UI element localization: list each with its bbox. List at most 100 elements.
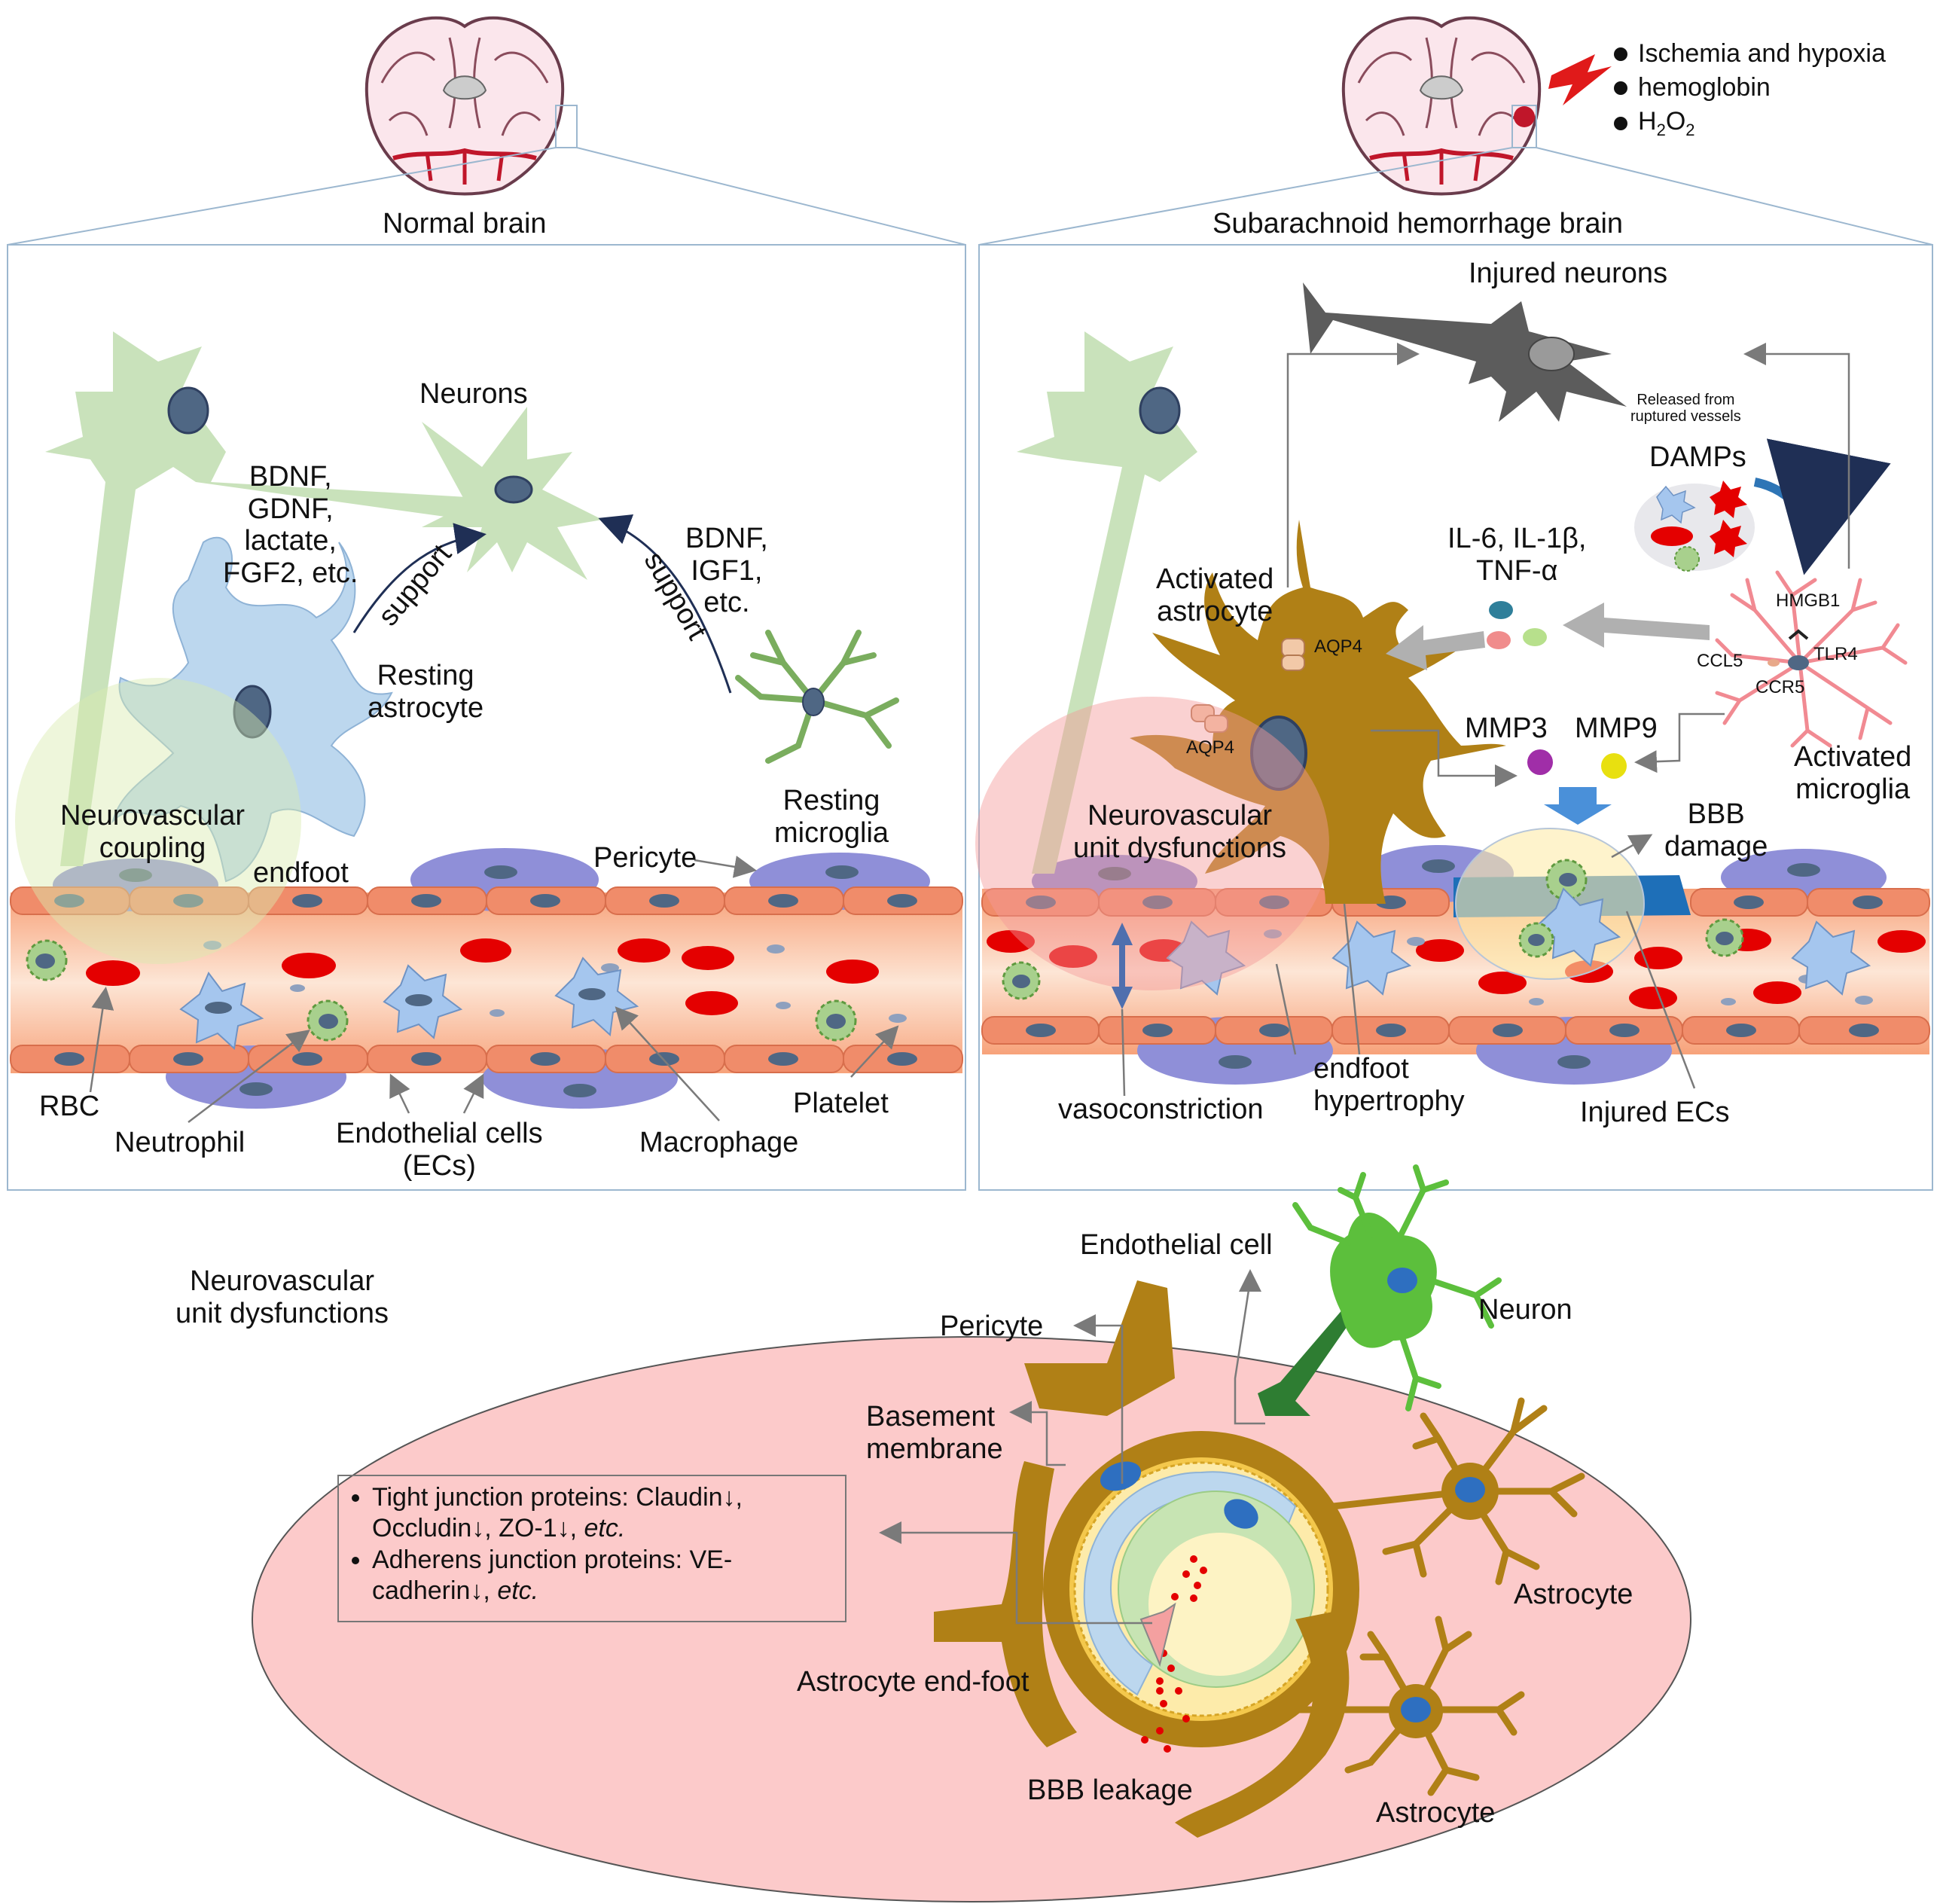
astrocyte-label-2: Astrocyte bbox=[1376, 1797, 1496, 1829]
resting-astrocyte-nucleus bbox=[233, 685, 272, 739]
right-platelets bbox=[1264, 929, 1873, 1005]
vasoconstriction-label: vasoconstriction bbox=[1058, 1094, 1264, 1125]
bottom-neuron bbox=[1258, 1164, 1502, 1416]
cytokine-spheres bbox=[1487, 601, 1547, 649]
endothelial-cell-label: Endothelial cell bbox=[1080, 1229, 1273, 1261]
normal-brain-zoom-box bbox=[555, 105, 578, 148]
injured-neuron bbox=[1303, 282, 1627, 422]
mmp9-sphere bbox=[1601, 753, 1627, 779]
pericyte-bottom-label: Pericyte bbox=[940, 1311, 1044, 1342]
microglia-to-cytokine-arrow bbox=[1563, 603, 1710, 648]
leak-breach bbox=[1139, 1602, 1176, 1668]
bottom-astrocyte-2-nucleus bbox=[1401, 1697, 1431, 1722]
left-macrophage-nuclei bbox=[205, 988, 605, 1014]
legend: Ischemia and hypoxia hemoglobin H2O2 bbox=[1614, 39, 1886, 145]
astrocyte-endfoot-label: Astrocyte end-foot bbox=[797, 1666, 1029, 1698]
hmgb1-label: HMGB1 bbox=[1776, 590, 1841, 611]
endfoot-label: endfoot bbox=[253, 857, 349, 889]
right-panel-frame bbox=[978, 244, 1933, 1191]
mmp3-sphere bbox=[1527, 749, 1553, 775]
astro-factors-label: BDNF, GDNF, lactate, FGF2, etc. bbox=[223, 461, 358, 589]
tlr4-label: TLR4 bbox=[1813, 644, 1858, 664]
mmp9-label: MMP9 bbox=[1575, 712, 1658, 744]
macrophage-label: Macrophage bbox=[639, 1127, 799, 1158]
right-neutrophils bbox=[1002, 918, 1744, 1000]
right-ec-nuclei bbox=[1026, 859, 1883, 1069]
micro-factors-label: BDNF, IGF1, etc. bbox=[685, 523, 768, 619]
legend-item-hemoglobin: hemoglobin bbox=[1614, 73, 1886, 102]
activated-astrocyte bbox=[1130, 520, 1506, 904]
damps-arrow bbox=[1753, 438, 1891, 575]
endothelial-cells-label: Endothelial cells (ECs) bbox=[336, 1118, 543, 1182]
right-neuron-green-nucleus bbox=[1139, 386, 1181, 435]
cytokines-label: IL-6, IL-1β, TNF-α bbox=[1447, 523, 1587, 587]
activated-astrocyte-label: Activated astrocyte bbox=[1156, 563, 1274, 627]
astrocyte-label-1: Astrocyte bbox=[1514, 1579, 1633, 1610]
damps-cluster bbox=[1634, 481, 1755, 572]
left-pointer-lines bbox=[89, 856, 899, 1123]
legend-item-ischemia: Ischemia and hypoxia bbox=[1614, 39, 1886, 69]
resting-astrocyte-label: Resting astrocyte bbox=[368, 660, 484, 724]
bottom-astrocyte-1-nucleus bbox=[1455, 1477, 1485, 1503]
left-panel-frame bbox=[7, 244, 966, 1191]
nvu-dysfunctions-label-right: Neurovascular unit dysfunctions bbox=[1073, 800, 1287, 864]
bbb-leakage-label: BBB leakage bbox=[1027, 1774, 1193, 1806]
neurovascular-coupling-label: Neurovascular coupling bbox=[60, 800, 245, 864]
microglia-receptors bbox=[1768, 629, 1809, 667]
bbb-damage-cells bbox=[1518, 859, 1621, 967]
neurovascular-coupling-circle bbox=[15, 678, 301, 964]
nvu-bottom-title: Neurovascular unit dysfunctions bbox=[175, 1265, 389, 1329]
aqp4-label-2: AQP4 bbox=[1186, 737, 1235, 758]
left-neutrophils bbox=[26, 939, 857, 1042]
adherens-junction-item: Adherens junction proteins: VE-cadherin↓… bbox=[372, 1545, 834, 1607]
bbb-damage-label: BBB damage bbox=[1664, 798, 1768, 862]
injured-neuron-nucleus bbox=[1528, 337, 1575, 371]
lightning-icon bbox=[1548, 54, 1612, 105]
injured-ecs-label: Injured ECs bbox=[1580, 1097, 1730, 1128]
right-neuron-green bbox=[1017, 331, 1197, 874]
left-ec-nuclei bbox=[54, 865, 917, 1097]
activated-microglia-label: Activated microglia bbox=[1794, 741, 1912, 805]
sah-brain-title: Subarachnoid hemorrhage brain bbox=[1212, 208, 1624, 240]
astrocyte-endfeet bbox=[934, 1280, 1350, 1838]
mmp-to-bbb-arrow bbox=[1544, 787, 1612, 825]
bottom-connector-lines bbox=[879, 1269, 1265, 1625]
vessel-cross-section bbox=[1043, 1431, 1359, 1747]
neutrophil-label: Neutrophil bbox=[114, 1127, 246, 1158]
neuron-label: Neuron bbox=[1478, 1294, 1572, 1326]
bullet-icon bbox=[1614, 81, 1627, 95]
tight-junction-item: Tight junction proteins: Claudin↓,Occlud… bbox=[372, 1482, 834, 1545]
astro-support-arrow[interactable] bbox=[352, 523, 487, 633]
released-label: Released from ruptured vessels bbox=[1630, 392, 1741, 426]
normal-brain-icon bbox=[365, 16, 565, 196]
right-connector-lines bbox=[1121, 343, 1850, 1097]
damps-label: DAMPs bbox=[1649, 441, 1746, 473]
resting-microglia-nucleus bbox=[802, 688, 825, 716]
ccl5-label: CCL5 bbox=[1697, 651, 1743, 671]
sah-brain-zoom-box bbox=[1511, 105, 1537, 148]
activated-astrocyte-nucleus bbox=[1250, 716, 1307, 791]
activated-microglia-nucleus bbox=[1788, 655, 1809, 670]
left-rbcs bbox=[86, 938, 879, 1015]
neurons-label: Neurons bbox=[419, 378, 528, 410]
rbc-label: RBC bbox=[39, 1091, 100, 1122]
left-vessel bbox=[11, 892, 962, 1073]
cytokine-to-astro-arrow bbox=[1386, 625, 1485, 670]
ccr5-label: CCR5 bbox=[1755, 677, 1805, 697]
left-neuron-top-nucleus bbox=[167, 386, 209, 435]
injured-neurons-label: Injured neurons bbox=[1469, 258, 1668, 289]
platelet-label: Platelet bbox=[793, 1088, 889, 1119]
bullet-icon bbox=[1614, 116, 1627, 130]
aqp4-channels bbox=[1191, 638, 1305, 733]
micro-support-arrow[interactable] bbox=[598, 514, 732, 694]
mmp3-label: MMP3 bbox=[1465, 712, 1548, 744]
normal-brain-title: Normal brain bbox=[383, 208, 547, 240]
endfoot-hypertrophy-label: endfoot hypertrophy bbox=[1313, 1053, 1465, 1117]
legend-item-h2o2: H2O2 bbox=[1614, 107, 1886, 140]
left-neuron-top bbox=[45, 331, 467, 866]
bbb-damage-circle bbox=[1455, 828, 1645, 980]
aqp4-label-1: AQP4 bbox=[1314, 636, 1363, 657]
zoom-lines bbox=[7, 147, 1933, 246]
left-neuron-main-nucleus bbox=[494, 475, 533, 504]
